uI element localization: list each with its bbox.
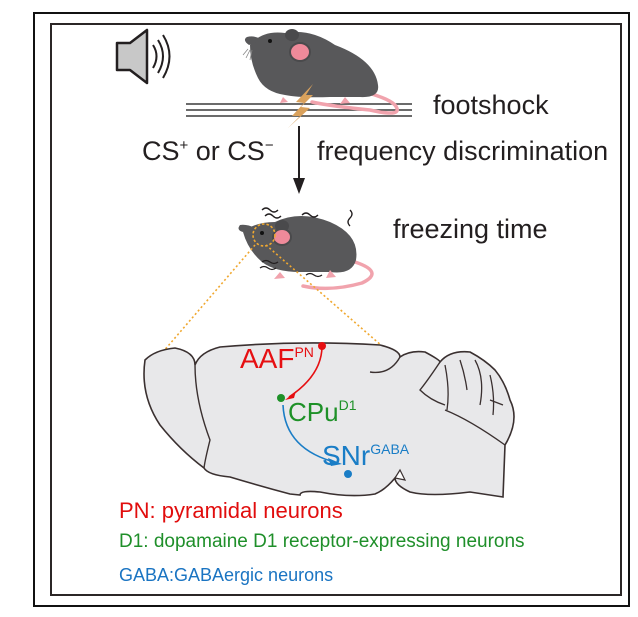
frequency-discrimination-label: frequency discrimination xyxy=(317,136,609,166)
cs-minus-sup: − xyxy=(264,137,274,154)
legend-pn: PN: pyramidal neurons xyxy=(119,498,343,523)
brain-sagittal-outline xyxy=(143,342,515,498)
region-snr-sup: GABA xyxy=(370,441,410,457)
pathway-cpu-to-snr xyxy=(277,394,352,478)
freezing-time-label: freezing time xyxy=(393,214,548,244)
down-arrow-icon xyxy=(293,126,305,194)
region-snr-base: SNr xyxy=(322,440,371,471)
zoom-guide-lines xyxy=(161,244,391,354)
pathway-aaf-to-cpu xyxy=(285,342,326,400)
cs-minus-base: CS xyxy=(227,136,265,166)
region-cpu-sup: D1 xyxy=(338,397,357,413)
lightning-bolt-icon xyxy=(288,84,313,128)
cs-plus-sup: + xyxy=(179,137,189,154)
outer-frame xyxy=(33,12,630,607)
region-aaf: AAFPN xyxy=(240,343,314,375)
speaker-icon xyxy=(115,28,171,85)
region-cpu-base: CPu xyxy=(288,397,339,427)
legend-d1: D1: dopamaine D1 receptor-expressing neu… xyxy=(119,531,525,552)
mouse-freezing-icon xyxy=(238,207,374,291)
region-snr: SNrGABA xyxy=(322,440,409,472)
region-aaf-sup: PN xyxy=(294,344,314,360)
region-cpu: CPuD1 xyxy=(288,397,356,428)
cs-or: or xyxy=(188,136,228,166)
cs-plus-base: CS xyxy=(142,136,180,166)
mouse-standing-icon xyxy=(242,29,399,115)
footshock-label: footshock xyxy=(433,90,549,120)
region-aaf-base: AAF xyxy=(240,343,295,374)
cs-label: CS+ or CS− xyxy=(142,136,274,167)
legend-gaba: GABA:GABAergic neurons xyxy=(119,565,334,585)
inner-frame xyxy=(50,23,622,596)
